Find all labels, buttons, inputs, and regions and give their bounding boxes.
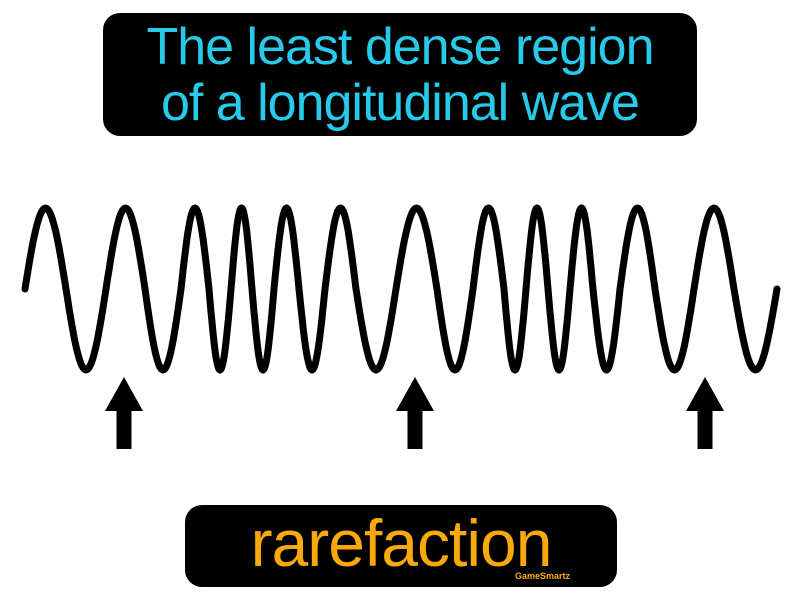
rarefaction-arrow-icon [105, 377, 143, 449]
definition-box: The least dense region of a longitudinal… [103, 13, 697, 136]
definition-line-2: of a longitudinal wave [160, 73, 640, 132]
term-box: rarefaction GameSmartz [185, 505, 617, 587]
term-label: rarefaction [250, 506, 553, 580]
rarefaction-arrow-icon [686, 377, 724, 449]
arrows-group [105, 377, 724, 449]
watermark: GameSmartz [514, 571, 570, 581]
rarefaction-arrow-icon [396, 377, 434, 449]
definition-line-1: The least dense region [146, 17, 654, 76]
wave-path [21, 204, 781, 374]
